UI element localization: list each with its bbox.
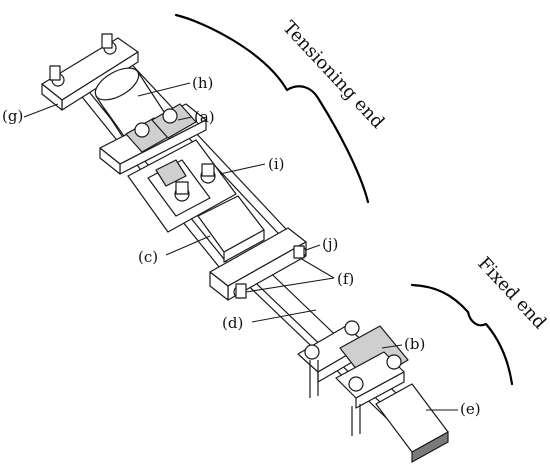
load-cell-frame bbox=[127, 139, 237, 233]
sliding-block bbox=[197, 195, 265, 263]
end-plate bbox=[41, 33, 139, 111]
anchor-plate bbox=[99, 103, 207, 175]
tensioning-end-heading: Tensioning end bbox=[278, 17, 388, 133]
crosshead bbox=[209, 227, 307, 301]
label-g: (g) bbox=[2, 107, 23, 125]
fixed-base bbox=[375, 383, 449, 464]
fixed-clamp bbox=[297, 320, 409, 436]
label-h: (h) bbox=[192, 74, 213, 92]
fixed-end-brace bbox=[410, 283, 514, 386]
label-b: (b) bbox=[404, 335, 425, 353]
label-i: (i) bbox=[268, 155, 285, 173]
label-c: (c) bbox=[138, 248, 158, 266]
label-f: (f) bbox=[337, 270, 354, 288]
fixed-end-heading: Fixed end bbox=[473, 253, 550, 333]
label-a: (a) bbox=[194, 108, 215, 126]
tensioning-end-brace bbox=[174, 13, 370, 204]
label-e: (e) bbox=[460, 400, 481, 418]
label-d: (d) bbox=[222, 314, 243, 332]
leader-lines bbox=[23, 82, 458, 411]
label-j: (j) bbox=[322, 235, 338, 253]
